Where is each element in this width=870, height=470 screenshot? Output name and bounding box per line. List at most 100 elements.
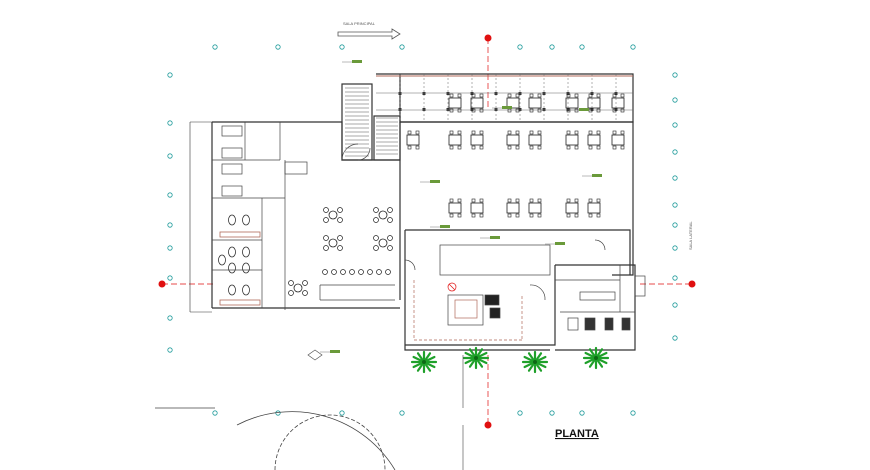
square-table (448, 97, 462, 109)
table-set-icon (448, 93, 462, 113)
chair (373, 217, 379, 223)
bar-stools (322, 269, 391, 275)
chair (457, 198, 462, 203)
square-table (528, 97, 542, 109)
kitchen-island (447, 294, 484, 326)
chair (387, 245, 393, 251)
round-table (378, 238, 388, 248)
plaza-curves (155, 355, 464, 470)
round-table (293, 283, 303, 293)
grid-axis-marker-icon (672, 149, 678, 155)
column (518, 92, 522, 95)
axis-marker-icon (484, 34, 492, 42)
chair (515, 130, 520, 135)
chair (612, 93, 617, 98)
table-set-icon (506, 93, 520, 113)
chair (596, 93, 601, 98)
chair (302, 280, 308, 286)
column (446, 108, 450, 111)
bar-stool (349, 269, 355, 275)
chair (529, 198, 534, 203)
table-set-icon (565, 198, 579, 218)
annotation-tag (592, 174, 602, 177)
annotation-markers (307, 60, 602, 361)
service-outline (555, 264, 636, 351)
chair (407, 130, 412, 135)
chair (574, 93, 579, 98)
chair (337, 235, 343, 241)
chair (537, 198, 542, 203)
column (398, 108, 402, 111)
column (566, 92, 570, 95)
chair (529, 108, 534, 113)
sofa-unit (221, 163, 243, 175)
axis-marker-icon (688, 280, 696, 288)
stove-unit (221, 147, 243, 159)
prohibition-sign-icon (447, 282, 457, 292)
table-set-icon (528, 198, 542, 218)
annotation-tag (579, 108, 589, 111)
table-set-icon (528, 93, 542, 113)
chair (479, 198, 484, 203)
grid-axis-marker-icon (167, 315, 173, 321)
dining-table-sets (406, 93, 625, 218)
square-table (587, 97, 601, 109)
entrance-arrow-icon (337, 28, 401, 40)
chair (620, 130, 625, 135)
chair (337, 207, 343, 213)
upper-wing-columns (376, 74, 633, 122)
square-table (565, 134, 579, 146)
table-set-icon (587, 93, 601, 113)
column (422, 92, 426, 95)
chair (471, 93, 476, 98)
table-set-icon (470, 198, 484, 218)
chair (537, 108, 542, 113)
round-table (378, 210, 388, 220)
sofa-unit (221, 185, 243, 197)
door-swing (341, 143, 359, 161)
grid-axis-marker-icon (167, 72, 173, 78)
grid-axis-marker-icon (672, 97, 678, 103)
grid-axis-marker-icon (275, 44, 281, 50)
round-table (328, 238, 338, 248)
palm-tree-icon (462, 346, 490, 370)
chair (457, 213, 462, 218)
chair (471, 108, 476, 113)
toilet-fixture (621, 317, 631, 331)
door-swing (529, 284, 546, 301)
chair (288, 280, 294, 286)
toilet-icon (242, 214, 250, 226)
bar-stool (331, 269, 337, 275)
square-table (506, 202, 520, 214)
table-set-icon (373, 207, 393, 223)
chair (515, 198, 520, 203)
chair (537, 213, 542, 218)
column (518, 108, 522, 111)
bar-stool (367, 269, 373, 275)
toilet-icon (228, 214, 236, 226)
chair (620, 145, 625, 150)
annotation-tag (352, 60, 362, 63)
chair (612, 108, 617, 113)
chair (596, 108, 601, 113)
column (494, 92, 498, 95)
palm-trunk (474, 356, 478, 360)
chair (588, 198, 593, 203)
top-label-text: SALA PRINCIPAL (343, 21, 376, 26)
axis-marker-icon (484, 421, 492, 429)
chair (407, 145, 412, 150)
chair (507, 93, 512, 98)
grid-axis-marker-icon (630, 410, 636, 416)
column (422, 108, 426, 111)
chair (323, 217, 329, 223)
chair (302, 290, 308, 296)
chair (588, 213, 593, 218)
square-table (470, 134, 484, 146)
chair (457, 108, 462, 113)
toilet-fixture (584, 317, 596, 331)
sink-counter (219, 231, 261, 238)
grid-axis-marker-icon (672, 175, 678, 181)
square-table (506, 134, 520, 146)
annotation-tag (502, 106, 512, 109)
chair (507, 198, 512, 203)
